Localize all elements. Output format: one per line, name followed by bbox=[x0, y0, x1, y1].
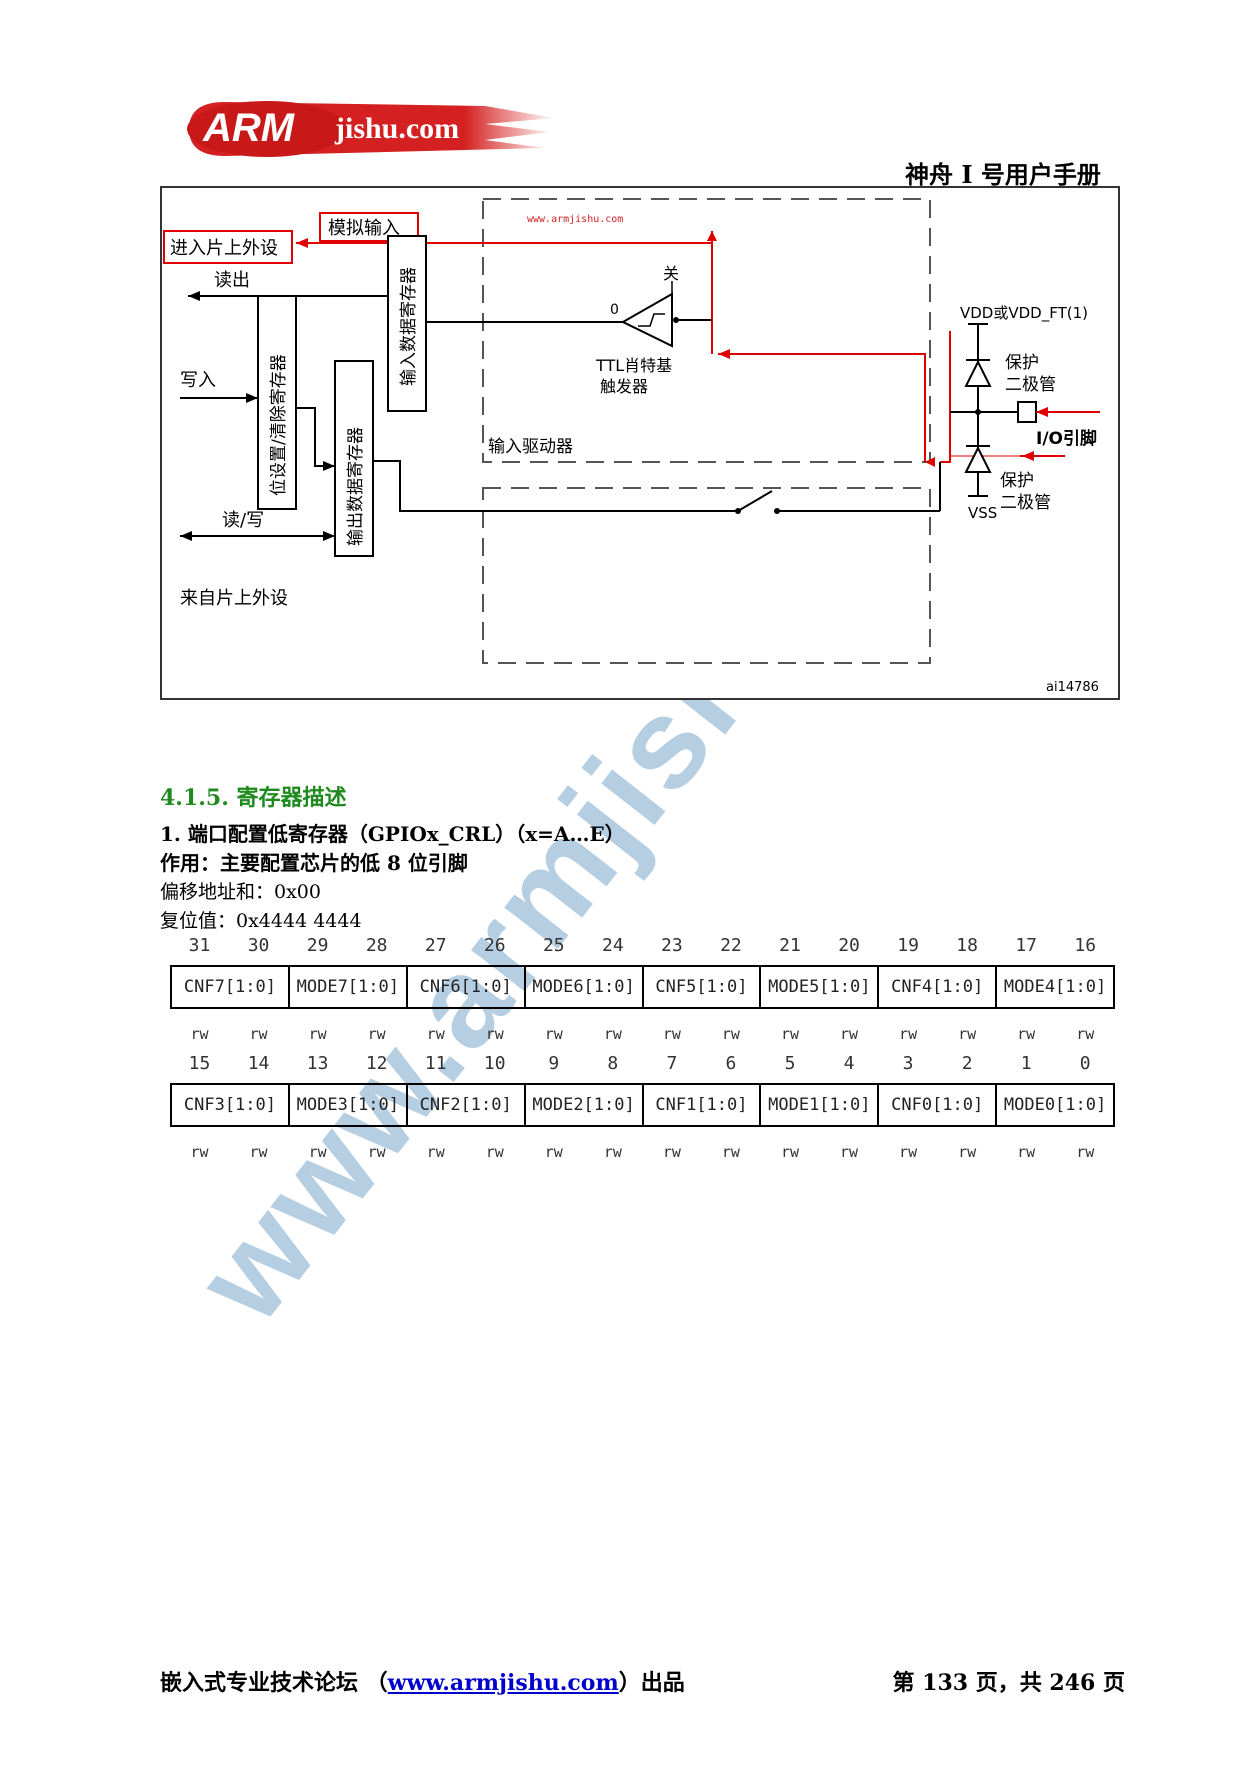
svg-text:ARM: ARM bbox=[202, 106, 296, 150]
manual-title: 神舟 I 号用户手册 bbox=[905, 160, 1101, 189]
protect-diode-top-1: 保护 bbox=[1005, 353, 1039, 373]
register-field: CNF5[1:0] bbox=[644, 967, 762, 1007]
input-driver-label: 输入驱动器 bbox=[488, 437, 573, 457]
input-data-register: 输入数据寄存器 bbox=[399, 267, 419, 386]
from-peripheral-label: 来自片上外设 bbox=[180, 588, 288, 609]
register-field: CNF6[1:0] bbox=[408, 967, 526, 1007]
off-label: 关 bbox=[663, 264, 679, 283]
vss-label: VSS bbox=[968, 504, 997, 522]
figure-id: ai14786 bbox=[1046, 680, 1099, 695]
register-field: CNF0[1:0] bbox=[879, 1085, 998, 1125]
register-field: CNF4[1:0] bbox=[879, 967, 998, 1007]
section-heading: 4.1.5. 寄存器描述 bbox=[160, 785, 347, 811]
protect-diode-bottom-1: 保护 bbox=[1000, 471, 1034, 491]
register-field: MODE4[1:0] bbox=[1003, 977, 1107, 997]
vdd-label: VDD或VDD_FT(1) bbox=[960, 304, 1088, 323]
ttl-trigger-label-2: 触发器 bbox=[600, 377, 648, 396]
ttl-trigger-label-1: TTL肖特基 bbox=[595, 356, 672, 375]
protect-diode-top-2: 二极管 bbox=[1005, 375, 1056, 395]
footer-prefix: 嵌入式专业技术论坛 （ bbox=[160, 1670, 388, 1696]
protect-diode-bottom-2: 二极管 bbox=[1000, 493, 1051, 513]
register-purpose: 作用：主要配置芯片的低 8 位引脚 bbox=[160, 851, 468, 875]
footer-credit: 嵌入式专业技术论坛 （www.armjishu.com）出品 bbox=[160, 1665, 685, 1697]
register-fields-upper: CNF7[1:0] MODE7[1:0] CNF6[1:0] MODE6[1:0… bbox=[170, 965, 1115, 1009]
footer-link[interactable]: www.armjishu.com bbox=[387, 1670, 619, 1696]
gpio-structure-diagram: www.armjishu.com 进入片上外设 模拟输入 读出 输入数据寄存器 … bbox=[160, 186, 1120, 700]
analog-input-label: 模拟输入 bbox=[328, 218, 400, 239]
read-label: 读出 bbox=[214, 270, 250, 291]
register-field: MODE1[1:0] bbox=[761, 1085, 880, 1125]
to-peripheral-label: 进入片上外设 bbox=[170, 238, 278, 259]
register-field: MODE3[1:0] bbox=[290, 1085, 408, 1125]
register-field: CNF7[1:0] bbox=[172, 967, 290, 1007]
register-field: MODE2[1:0] bbox=[526, 1085, 644, 1125]
output-data-register: 输出数据寄存器 bbox=[346, 427, 366, 546]
register-field: MODE6[1:0] bbox=[526, 967, 644, 1007]
footer-suffix: ）出品 bbox=[618, 1670, 685, 1696]
register-field: MODE0[1:0] bbox=[1003, 1095, 1107, 1115]
page-number: 第 133 页，共 246 页 bbox=[892, 1670, 1125, 1696]
io-pin-label: I/O引脚 bbox=[1036, 428, 1097, 449]
svg-text:0: 0 bbox=[610, 302, 619, 318]
write-label: 写入 bbox=[180, 370, 216, 391]
read-write-label: 读/写 bbox=[222, 510, 264, 531]
register-field: CNF3[1:0] bbox=[172, 1085, 290, 1125]
register-field: MODE5[1:0] bbox=[761, 967, 880, 1007]
register-field: MODE7[1:0] bbox=[290, 967, 408, 1007]
svg-text:jishu.com: jishu.com bbox=[334, 112, 459, 145]
register-title: 1. 端口配置低寄存器（GPIOx_CRL）（x=A…E） bbox=[160, 822, 625, 846]
register-offset: 偏移地址和：0x00 bbox=[160, 881, 321, 903]
register-field: CNF2[1:0] bbox=[408, 1085, 526, 1125]
bit-set-reset-register: 位设置/清除寄存器 bbox=[269, 354, 289, 496]
site-logo: ARM jishu.com bbox=[187, 101, 555, 157]
register-reset-value: 复位值：0x4444 4444 bbox=[160, 910, 362, 932]
register-fields-lower: CNF3[1:0] MODE3[1:0] CNF2[1:0] MODE2[1:0… bbox=[170, 1083, 1115, 1127]
diagram-watermark: www.armjishu.com bbox=[527, 214, 623, 225]
register-field: CNF1[1:0] bbox=[644, 1085, 762, 1125]
